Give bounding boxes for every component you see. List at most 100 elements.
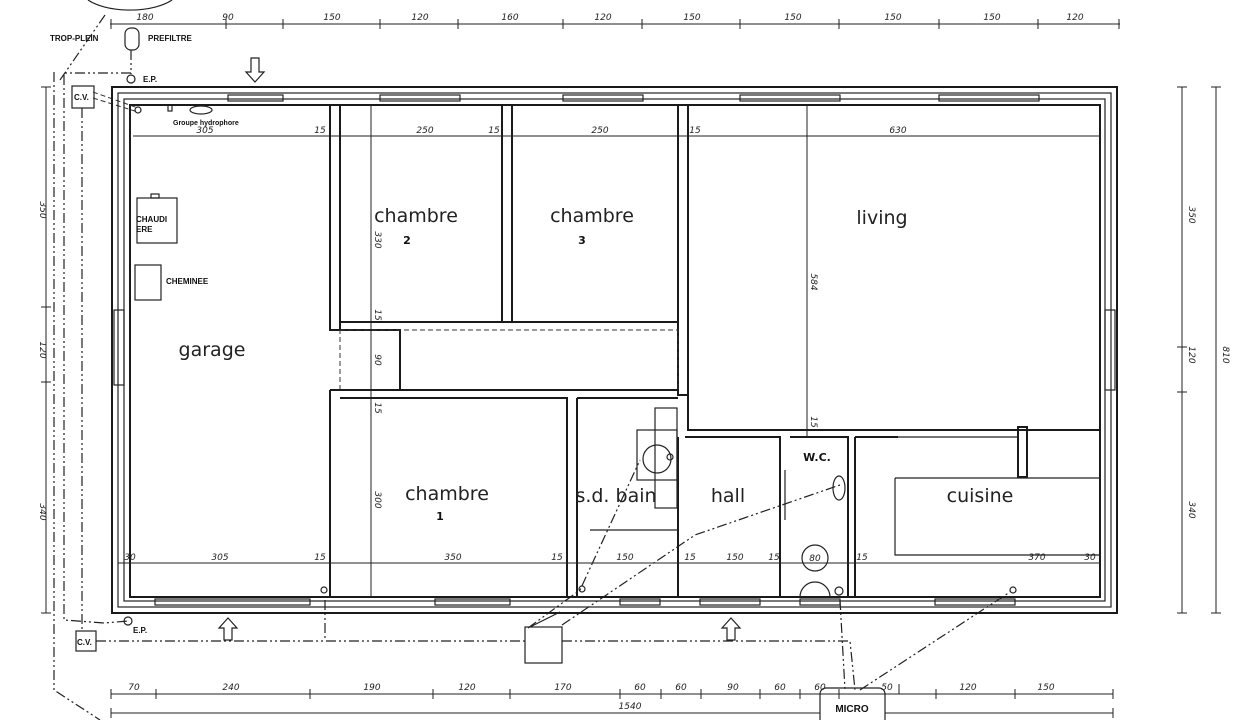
room-chambre-3: chambre: [550, 205, 634, 227]
dim-label: 160: [501, 13, 518, 23]
dim-label: 150: [726, 553, 743, 563]
dim-label: 300: [372, 491, 382, 508]
dim-label: 15: [314, 553, 326, 563]
dim-label: 15: [808, 416, 818, 428]
shower-icon: [642, 444, 672, 474]
room-chambre-3-number: 3: [578, 234, 586, 247]
dim-label: 150: [983, 13, 1000, 23]
dim-label: 150: [884, 13, 901, 23]
exterior-walls: [111, 86, 1118, 614]
top-dimension-chain: 180 90 150 120 160 120 150 150 150 150 1…: [110, 13, 1120, 29]
entrance-arrow-bottom-left: [217, 617, 239, 641]
dim-label: 630: [889, 126, 906, 136]
dim-label: 50: [881, 683, 893, 693]
dim-label: 330: [372, 231, 382, 248]
dim-label: 15: [372, 402, 382, 414]
dim-label: 30: [124, 553, 136, 563]
trop-plein-label: TROP-PLEIN: [50, 34, 99, 43]
dim-label: 150: [323, 13, 340, 23]
dim-label: 180: [136, 13, 153, 23]
room-living: living: [856, 207, 907, 229]
dim-label: 370: [1028, 553, 1045, 563]
cheminee-label: CHEMINEE: [166, 277, 209, 286]
dim-label: 80: [809, 554, 821, 564]
cv-label-top: C.V.: [74, 93, 89, 102]
dim-label: 70: [128, 683, 140, 693]
dim-label: 60: [634, 683, 646, 693]
room-chambre-1-number: 1: [436, 510, 444, 523]
dim-label: 305: [196, 126, 213, 136]
dim-label: 350: [444, 553, 461, 563]
ep-label-bottom: E.P.: [133, 626, 147, 635]
left-dimension-chain: [41, 86, 51, 614]
prefiltre-label: PREFILTRE: [148, 34, 193, 43]
kitchen-counter: [894, 477, 1100, 556]
dim-label: 340: [1186, 501, 1196, 518]
cv-box-top: [71, 85, 95, 109]
right-dimension-chain: [1177, 86, 1221, 614]
dim-label: 30: [1084, 553, 1096, 563]
windows: [113, 94, 1116, 606]
dim-label: 15: [551, 553, 563, 563]
micro-station-box: [819, 687, 886, 720]
dim-label: 120: [411, 13, 428, 23]
dim-label: 350: [37, 201, 47, 218]
dim-label: 15: [689, 126, 701, 136]
dimension-ticks: [110, 19, 1120, 29]
dim-label: 15: [488, 126, 500, 136]
dim-label: 150: [1037, 683, 1054, 693]
dim-label: 120: [37, 341, 47, 358]
dim-label: 90: [372, 354, 382, 366]
dim-label: 60: [774, 683, 786, 693]
dim-label: 120: [1186, 346, 1196, 363]
entrance-arrow-top: [244, 57, 266, 83]
hydrophore-icon: [189, 105, 213, 115]
dim-label-total: 1540: [619, 702, 642, 712]
dim-label: 340: [37, 503, 47, 520]
ep-drain-icon: [126, 74, 136, 84]
dim-label: 240: [222, 683, 239, 693]
room-chambre-2: chambre: [374, 205, 458, 227]
prefilter-tank: [124, 27, 140, 51]
bottom-dimension-chain: [110, 684, 1114, 718]
room-hall: hall: [711, 485, 745, 507]
cistern-outline: [87, 0, 173, 11]
dim-label: 170: [554, 683, 571, 693]
overflow-pipe: [59, 14, 106, 81]
plumbing: [53, 27, 1011, 720]
cv-label-bottom: C.V.: [77, 638, 92, 647]
dim-label: 90: [727, 683, 739, 693]
dim-label: 810: [1220, 346, 1230, 363]
toilet-icon: [832, 475, 846, 501]
room-chambre-1: chambre: [405, 483, 489, 505]
micro-station-label: MICRO: [835, 704, 869, 715]
dim-label: 584: [808, 273, 818, 290]
dim-label: 250: [591, 126, 608, 136]
inspection-chamber: [524, 626, 563, 664]
dim-label: 190: [363, 683, 380, 693]
dim-label: 120: [959, 683, 976, 693]
dim-label: 15: [372, 309, 382, 321]
room-sdbain: s.d. bain: [575, 485, 656, 507]
interior-dimension-lines: [118, 105, 1100, 597]
interior-walls: [329, 104, 1100, 597]
dim-label: 15: [856, 553, 868, 563]
dim-label: 120: [1066, 13, 1083, 23]
dim-label: 305: [211, 553, 228, 563]
dim-label: 350: [1186, 206, 1196, 223]
dim-label: 15: [684, 553, 696, 563]
dim-label: 15: [768, 553, 780, 563]
groupe-hydrophore-label: Groupe hydrophore: [173, 120, 239, 127]
dim-label: 60: [814, 683, 826, 693]
dim-label: 60: [675, 683, 687, 693]
chaudiere-label-line1: CHAUDI: [136, 215, 167, 224]
entrance-arrow-bottom-hall: [720, 617, 742, 641]
dim-label: 150: [784, 13, 801, 23]
dim-label: 150: [616, 553, 633, 563]
room-chambre-2-number: 2: [403, 234, 411, 247]
ep-label-top: E.P.: [143, 75, 157, 84]
room-cuisine: cuisine: [947, 485, 1014, 507]
room-wc: W.C.: [803, 451, 831, 464]
dim-label: 15: [314, 126, 326, 136]
